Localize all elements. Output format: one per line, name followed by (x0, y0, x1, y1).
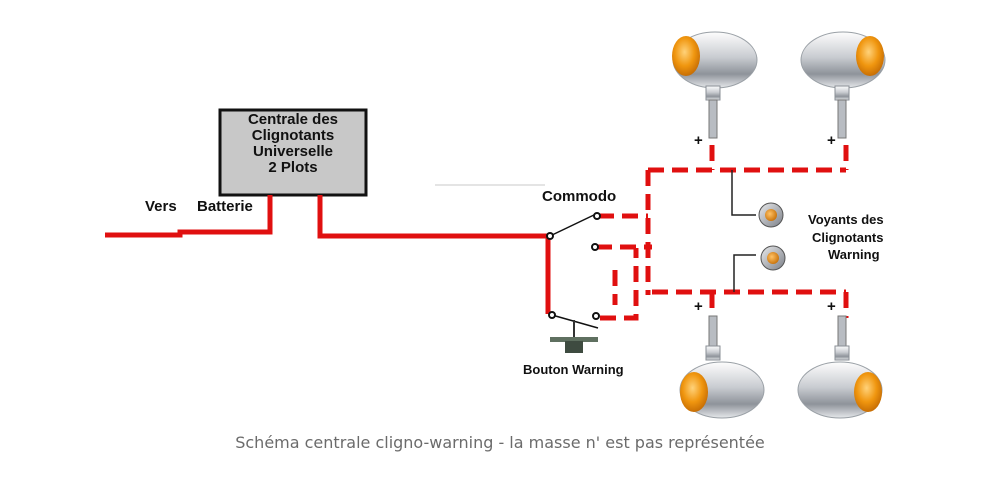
central-unit-line-4: 2 Plots (268, 159, 318, 176)
plus-marker-top-left: + (694, 132, 703, 149)
bullet-turn-signal-icon (672, 31, 758, 139)
output-wire (317, 195, 550, 239)
central-unit-label: Centrale des Clignotants Universelle 2 P… (220, 112, 366, 176)
push-button-icon (550, 337, 598, 353)
voyants-line-3: Warning (828, 247, 880, 262)
bullet-turn-signal-icon (797, 315, 883, 419)
commodo-switch (546, 212, 601, 251)
plus-marker-top-right: + (827, 132, 836, 149)
plus-marker-bottom-left: + (694, 298, 703, 315)
central-unit-line-1: Centrale des (247, 111, 339, 128)
batterie-label: Batterie (197, 198, 253, 215)
bullet-turn-signal-icon (800, 31, 886, 139)
plus-marker-bottom-right: + (827, 298, 836, 315)
dashed-wires (596, 145, 849, 321)
warning-button-switch (548, 311, 600, 353)
battery-wire (105, 195, 273, 238)
voyants-line-1: Voyants des (808, 212, 884, 227)
solid-wires (105, 195, 551, 314)
wiring-diagram (105, 31, 886, 419)
indicator-leads (731, 170, 756, 292)
bouton-warning-label: Bouton Warning (523, 362, 624, 377)
central-unit-line-2: Clignotants (251, 127, 335, 144)
commodo-label: Commodo (542, 188, 617, 205)
bullet-turn-signal-icon (679, 315, 765, 419)
pilot-lamp-icon (760, 245, 786, 271)
warning-return-loop (600, 248, 639, 321)
vers-label: Vers (145, 198, 177, 215)
central-unit-line-3: Universelle (252, 143, 334, 160)
central-unit-box (218, 108, 368, 197)
diagram-caption: Schéma centrale cligno-warning - la mass… (235, 433, 765, 452)
voyants-line-2: Clignotants (812, 230, 884, 245)
pilot-lamp-icon (758, 202, 784, 228)
